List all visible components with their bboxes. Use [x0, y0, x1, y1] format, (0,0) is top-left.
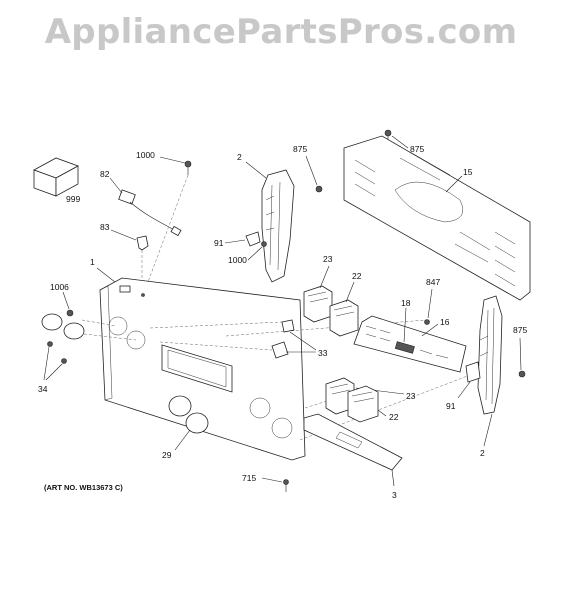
- part-715-screw: [261, 477, 289, 492]
- part-875-screw-b: [384, 129, 409, 149]
- callout-34: 34: [38, 384, 48, 394]
- part-22-switch-lower: [347, 385, 387, 423]
- part-999-box: [33, 157, 79, 197]
- part-15-back-panel: [343, 135, 531, 301]
- part-83-clip: [110, 229, 149, 285]
- callout-33: 33: [318, 348, 328, 358]
- part-knobs-left: [41, 313, 85, 340]
- callout-15: 15: [463, 167, 473, 177]
- callout-82: 82: [100, 169, 110, 179]
- part-2-end-cap-right: [477, 295, 503, 447]
- callout-91-right: 91: [446, 401, 456, 411]
- callout-847: 847: [426, 277, 440, 287]
- callout-875-b: 875: [410, 144, 424, 154]
- part-2-end-cap-left: [245, 161, 295, 283]
- callout-2-right: 2: [480, 448, 485, 458]
- callout-23-lower: 23: [406, 391, 416, 401]
- part-23-switch-upper: [303, 265, 333, 323]
- art-number: (ART NO. WB13673 C): [44, 483, 123, 492]
- callout-2-left: 2: [237, 152, 242, 162]
- part-23-switch-lower: [325, 377, 405, 415]
- part-875-screw-a: [305, 155, 323, 193]
- part-16-control-board: [353, 315, 467, 373]
- part-91-bracket-right: [457, 361, 481, 399]
- callout-91-left: 91: [214, 238, 224, 248]
- callout-1: 1: [90, 257, 95, 267]
- part-1-control-panel: [96, 267, 306, 461]
- callout-1000-top: 1000: [136, 150, 155, 160]
- callout-22-upper: 22: [352, 271, 362, 281]
- part-29-knobs: [168, 395, 209, 451]
- part-1006-screw: [62, 291, 74, 317]
- callout-22-lower: 22: [389, 412, 399, 422]
- callout-18: 18: [401, 298, 411, 308]
- part-33-spacers: [271, 319, 317, 359]
- part-1000-screw: [144, 156, 192, 291]
- callout-16: 16: [440, 317, 450, 327]
- callout-83: 83: [100, 222, 110, 232]
- part-18-display: [403, 307, 407, 343]
- part-3-lower-trim: [303, 413, 403, 487]
- part-82-wire-harness: [109, 177, 182, 237]
- part-91-bracket-left: [224, 231, 261, 247]
- part-22-switch-upper: [329, 281, 359, 337]
- callout-1000-mid: 1000: [228, 255, 247, 265]
- callout-3: 3: [392, 490, 397, 500]
- callout-29: 29: [162, 450, 172, 460]
- watermark-text: AppliancePartsPros.com: [44, 12, 518, 52]
- part-847-screw: [424, 288, 433, 325]
- callout-875-c: 875: [513, 325, 527, 335]
- callout-875-a: 875: [293, 144, 307, 154]
- part-1000-screw-mid: [247, 241, 267, 261]
- part-875-screw-c: [518, 337, 526, 378]
- callout-23-upper: 23: [323, 254, 333, 264]
- callout-999: 999: [66, 194, 80, 204]
- callout-1006: 1006: [50, 282, 69, 292]
- part-34-clips: [43, 341, 67, 381]
- callout-715: 715: [242, 473, 256, 483]
